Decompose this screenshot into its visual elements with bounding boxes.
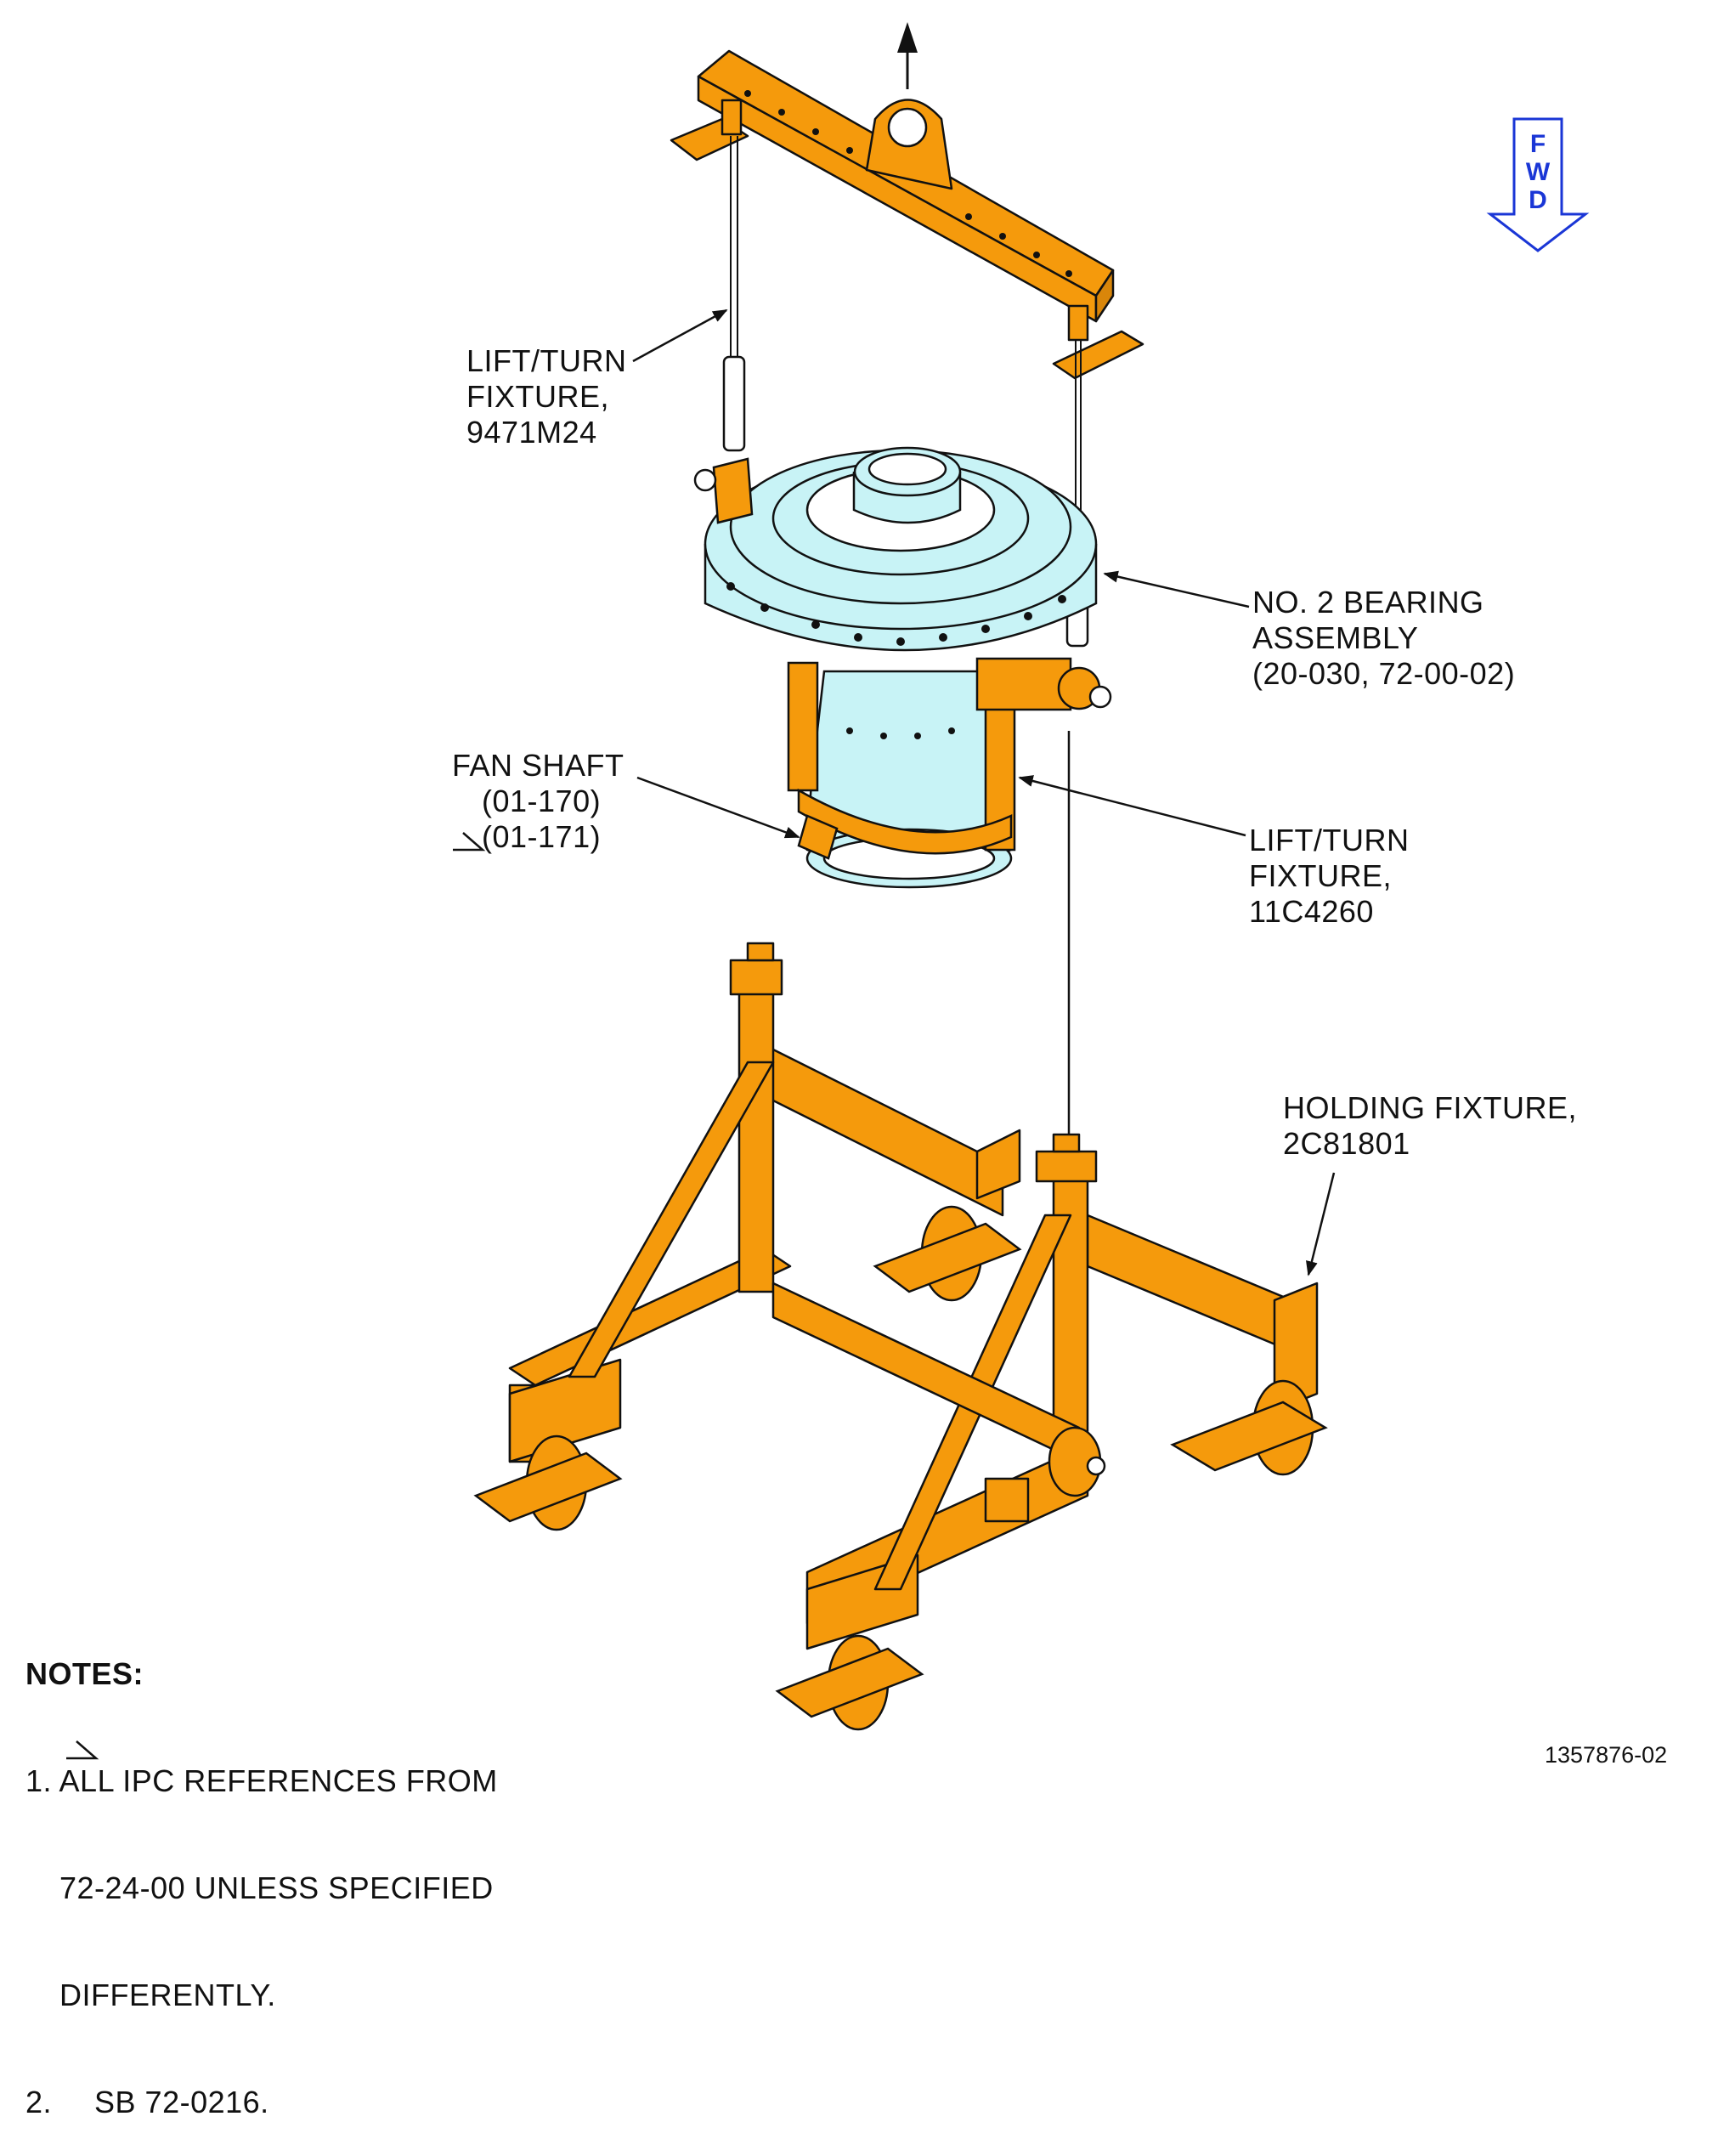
fwd-arrow: [1486, 117, 1590, 252]
callout-line: 2C81801: [1283, 1126, 1410, 1161]
note-2-text: SB 72-0216.: [94, 2085, 269, 2119]
fwd-letter-f: F: [1529, 130, 1546, 158]
notes-block: NOTES: 1. ALL IPC REFERENCES FROM 72-24-…: [25, 1585, 498, 2156]
note-2-number: 2.: [25, 2085, 53, 2119]
callout-leaders: [632, 308, 1336, 1276]
callout-line: LIFT/TURN: [1249, 823, 1410, 857]
note-2: 2. SB 72-0216.: [25, 2085, 498, 2120]
callout-line: HOLDING FIXTURE,: [1283, 1090, 1578, 1125]
callout-line: (20-030, 72-00-02): [1252, 656, 1516, 691]
callout-line: FAN SHAFT: [452, 748, 624, 783]
callout-fan-shaft: FAN SHAFT(01-170)(01-171): [452, 748, 624, 855]
callout-line: 9471M24: [466, 415, 597, 450]
callout-line: LIFT/TURN: [466, 343, 627, 378]
callout-holding-fixture: HOLDING FIXTURE,2C81801: [1283, 1090, 1577, 1162]
note-1-line-3: DIFFERENTLY.: [59, 1978, 276, 2012]
lift-beam: [670, 49, 1144, 380]
note-1-line-1: 1. ALL IPC REFERENCES FROM: [25, 1763, 498, 1798]
note-1-line-2: 72-24-00 UNLESS SPECIFIED: [59, 1870, 494, 1905]
fwd-letter-d: D: [1529, 186, 1547, 214]
callout-line: FIXTURE,: [1249, 858, 1393, 893]
callout-line: FIXTURE,: [466, 379, 610, 414]
beam-holes: [744, 90, 1072, 277]
bearing-assembly: [704, 446, 1098, 889]
lift-turn-fixture-mid: [693, 457, 1112, 860]
fwd-letter-w: W: [1525, 158, 1551, 186]
flange-bolts: [726, 582, 1066, 739]
illustration-canvas: [66, 22, 1590, 1760]
casters: [473, 1205, 1328, 1731]
figure-number: 1357876-02: [1545, 1742, 1668, 1768]
callout-line: (01-170): [482, 784, 602, 818]
notes-title: NOTES:: [25, 1656, 144, 1691]
sb-effectivity-flags: [66, 832, 486, 1760]
holding-fixture: [508, 942, 1319, 1650]
callout-line: NO. 2 BEARING: [1252, 585, 1484, 620]
callout-line: 11C4260: [1249, 894, 1374, 929]
lift-direction-arrow: [897, 22, 918, 89]
callout-line: ASSEMBLY: [1252, 620, 1419, 655]
callout-line: (01-171): [482, 819, 602, 854]
